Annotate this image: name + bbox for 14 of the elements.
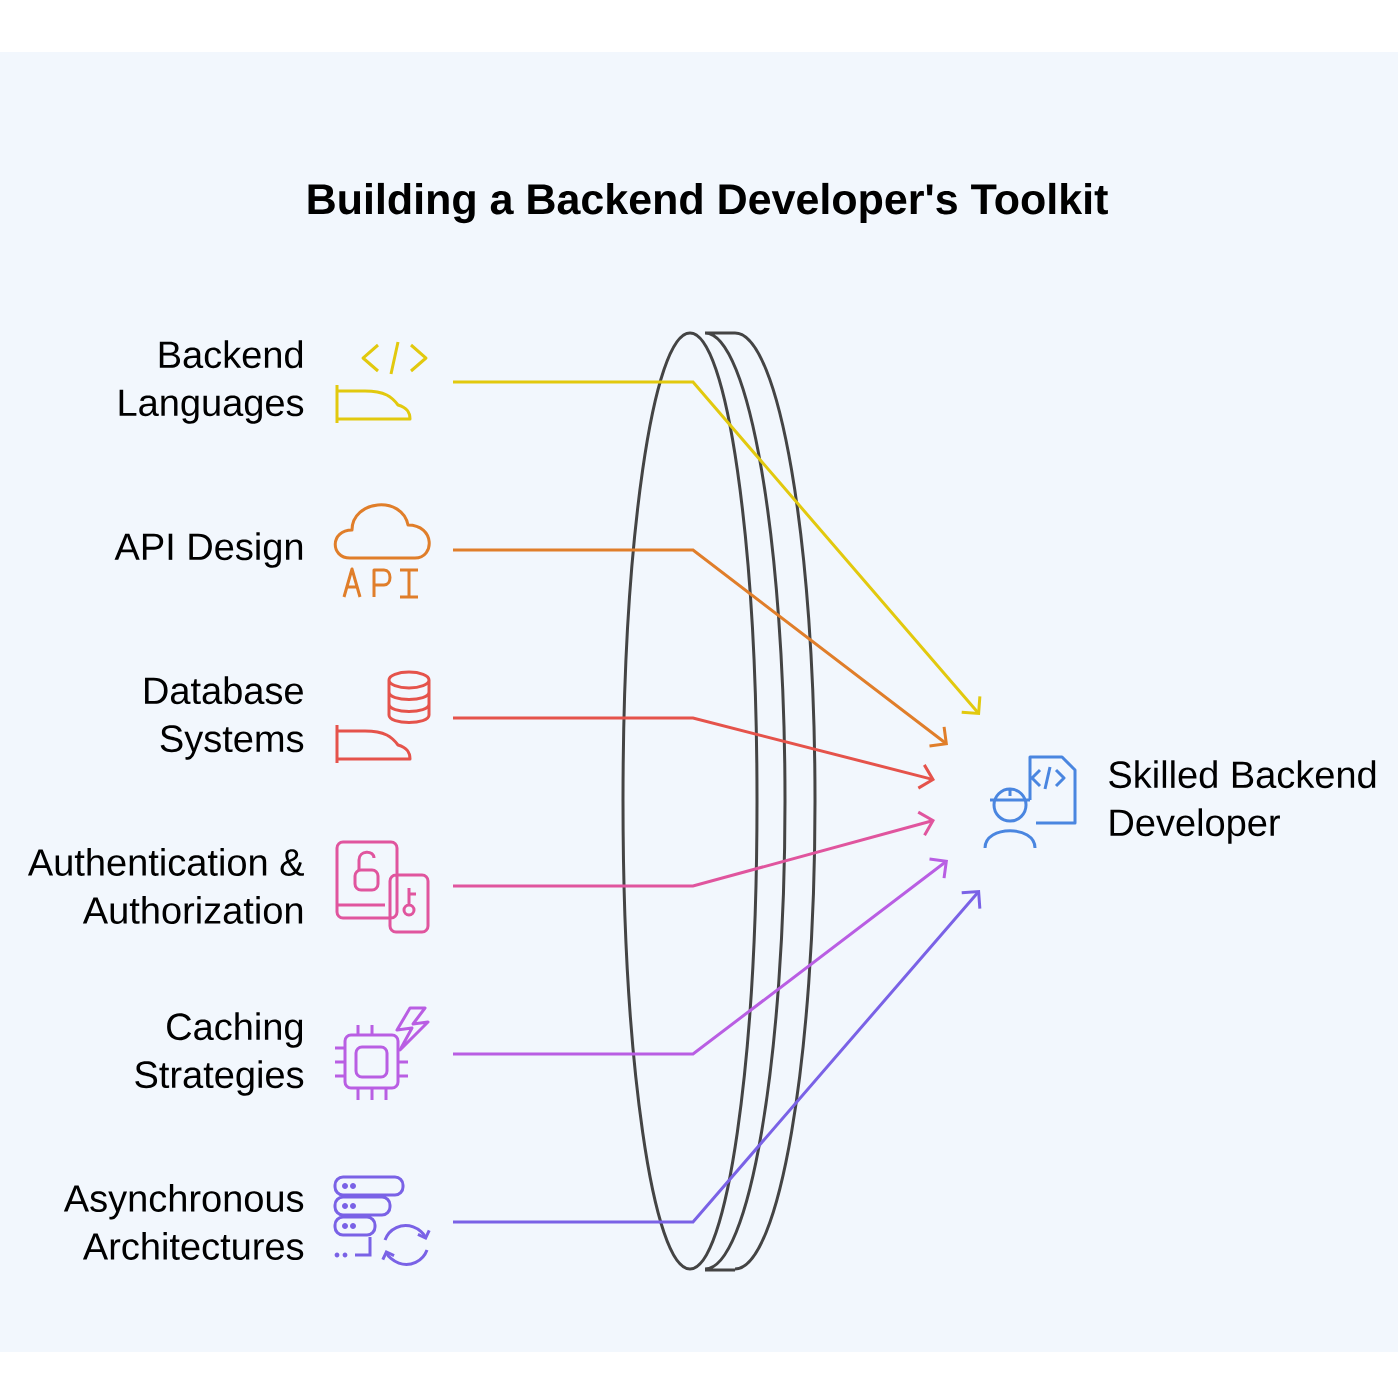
item-label: Backend Languages xyxy=(119,340,304,424)
item-label: Caching Strategies xyxy=(135,1012,304,1096)
arrow xyxy=(453,380,982,715)
item-label: Authentication & Authorization xyxy=(27,848,304,924)
item-label: Asynchronous Architectures xyxy=(63,1184,304,1260)
title: Building a Backend Developer's Toolkit xyxy=(308,182,1108,224)
arrow xyxy=(453,857,948,1056)
arrow xyxy=(453,716,935,790)
arrow xyxy=(453,810,935,888)
item-label: API Design xyxy=(114,532,303,568)
item-label: Database Systems xyxy=(145,676,304,760)
item-label: Skilled Backend Developer xyxy=(1109,760,1376,844)
arrow xyxy=(453,548,948,748)
arrow xyxy=(453,890,982,1224)
